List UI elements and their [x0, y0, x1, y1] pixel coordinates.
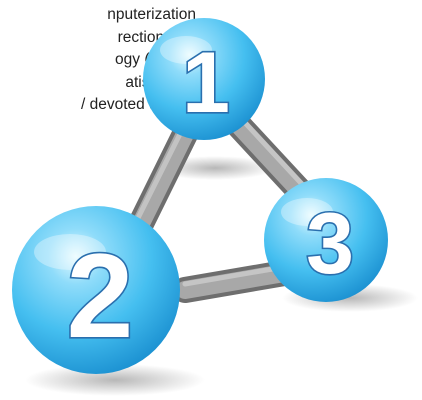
text-line-5: / devoted to [80, 96, 162, 113]
text-line-1: nputerization [107, 6, 196, 23]
node-2-label: 2 [67, 229, 134, 363]
node-1: 1 [143, 18, 265, 140]
node-2-shadow [25, 364, 205, 396]
node-3-sphere [264, 178, 388, 302]
node-3-label: 3 [306, 196, 354, 292]
node-1-sphere [143, 18, 265, 140]
node-1-label: 1 [182, 35, 230, 131]
node-2-sphere [12, 206, 180, 374]
node-3: 3 [264, 178, 388, 302]
node-2: 2 [12, 206, 180, 374]
